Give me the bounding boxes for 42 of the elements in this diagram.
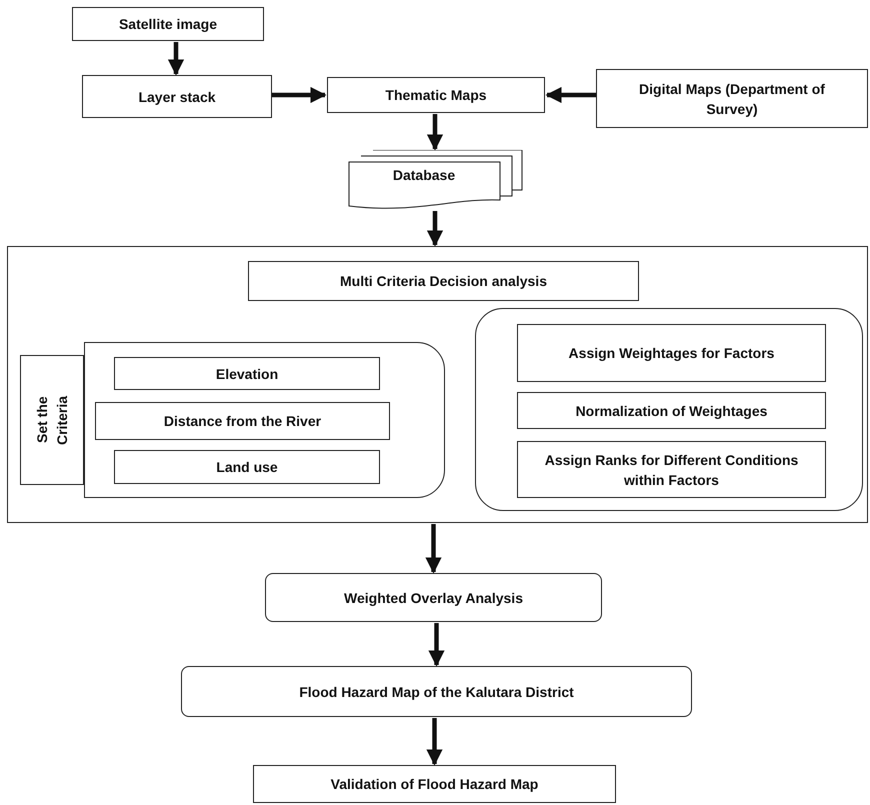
node-text: Assign Ranks for Different Conditions within Factors (544, 450, 800, 490)
arrow (272, 86, 327, 104)
node-text: Set the Criteria (33, 394, 71, 447)
arrow (426, 211, 444, 247)
node-text: Satellite image (118, 15, 218, 34)
arrow (428, 623, 445, 667)
process-box (517, 392, 826, 429)
process-box (114, 357, 380, 390)
node-text: Database (392, 166, 456, 185)
arrow (426, 718, 443, 766)
process-box (253, 765, 616, 803)
node-text: Thematic Maps (384, 86, 488, 105)
group-panel (475, 308, 863, 511)
process-box (265, 573, 602, 622)
node-text: Validation of Flood Hazard Map (330, 775, 540, 794)
arrow (425, 524, 442, 574)
process-box (517, 324, 826, 382)
group-panel (84, 342, 445, 498)
process-box (596, 69, 868, 128)
node-text: Normalization of Weightages (574, 402, 768, 420)
process-box (248, 261, 639, 301)
vertical-label-box (20, 355, 84, 485)
process-box (517, 441, 826, 498)
arrow (426, 114, 444, 151)
node-text: Flood Hazard Map of the Kalutara District (298, 682, 575, 702)
container-box (7, 246, 868, 523)
arrow (545, 86, 596, 104)
node-text: Land use (215, 458, 279, 477)
node-text: Elevation (214, 364, 280, 384)
process-box (114, 450, 380, 484)
node-text: Digital Maps (Department of Survey) (638, 80, 826, 118)
node-text: Weighted Overlay Analysis (343, 588, 524, 608)
process-box (327, 77, 545, 113)
process-box (72, 7, 264, 41)
process-box (181, 666, 692, 717)
node-text: Assign Weightages for Factors (568, 344, 776, 363)
process-box (95, 402, 390, 440)
process-box (82, 75, 272, 118)
node-text: Distance from the River (162, 412, 322, 431)
node-text: Layer stack (137, 88, 217, 106)
node-text: Multi Criteria Decision analysis (339, 272, 548, 291)
arrow (168, 42, 184, 76)
